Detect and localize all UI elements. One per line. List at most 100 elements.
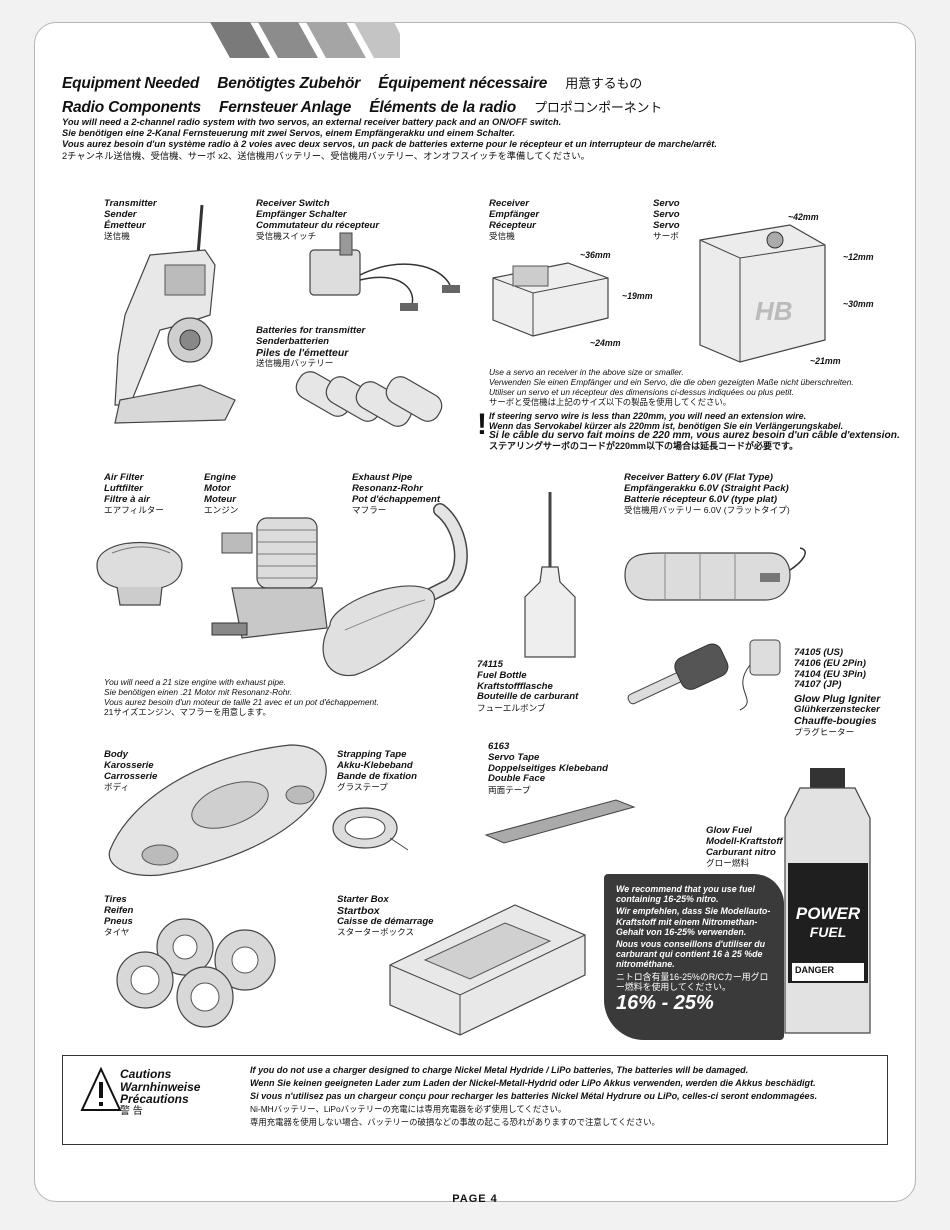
- label-line: Commutateur du récepteur: [256, 219, 380, 231]
- air-filter-illustration: [92, 525, 187, 610]
- label-line: グロー燃料: [706, 858, 749, 869]
- servo-width-dimension: ~42mm: [788, 212, 819, 222]
- label-line: Exhaust Pipe: [352, 472, 413, 483]
- engine-note: You will need a 21 size engine with exha…: [104, 677, 379, 717]
- label-line: Strapping Tape: [337, 749, 407, 760]
- caution-line: If you do not use a charger designed to …: [250, 1065, 749, 1075]
- cautions-label: Cautions Warnhinweise Précautions 警 告: [120, 1068, 200, 1118]
- label-line: Glow Fuel: [706, 825, 752, 836]
- receiver-depth-dimension: ~24mm: [590, 338, 621, 348]
- label-line: Servo: [653, 208, 680, 220]
- label-line: 74115: [477, 659, 503, 670]
- intro-en: You will need a 2-channel radio system w…: [62, 117, 562, 127]
- intro-de: Sie benötigen eine 2-Kanal Fernsteuerung…: [62, 128, 516, 139]
- label-line: 警 告: [120, 1105, 143, 1117]
- receiver-height-dimension: ~19mm: [622, 291, 653, 301]
- label-line: 送信機用バッテリー: [256, 358, 334, 369]
- label-line: Modell-Kraftstoff: [706, 835, 783, 847]
- equipment-header: Equipment Needed Benötigtes Zubehör Équi…: [62, 73, 656, 93]
- label-line: Cautions: [120, 1067, 172, 1081]
- label-line: Tires: [104, 894, 127, 905]
- label-line: Piles de l'émetteur: [256, 346, 349, 359]
- danger-label: DANGER: [795, 965, 835, 975]
- caution-line: Ni-MHバッテリー、LiPoバッテリーの充電には専用充電器を必ず使用してくださ…: [250, 1104, 567, 1115]
- label-line: Bande de fixation: [337, 770, 417, 782]
- cautions-box: [62, 1055, 888, 1145]
- label-line: Glühkerzenstecker: [794, 703, 880, 715]
- label-line: Pneus: [104, 915, 133, 927]
- label-line: Body: [104, 749, 128, 760]
- label-line: Receiver: [489, 198, 530, 209]
- fuel-nitro-percent: 16% - 25%: [616, 992, 714, 1015]
- label-line: Sender: [104, 208, 137, 220]
- label-line: Resonanz-Rohr: [352, 482, 423, 494]
- label-line: ボディ: [104, 782, 130, 793]
- receiver-width-dimension: ~36mm: [580, 250, 611, 260]
- exhaust-illustration: [310, 505, 485, 680]
- brand-fuel: FUEL: [809, 924, 847, 940]
- label-line: Startbox: [337, 904, 380, 917]
- note-line: Use a servo an receiver in the above siz…: [489, 367, 684, 377]
- label-line: Pot d'échappement: [352, 493, 441, 505]
- label-line: 両面テープ: [488, 785, 531, 796]
- label-line: フューエルボンブ: [477, 703, 546, 714]
- strapping-tape-label: Strapping Tape Akku-Klebeband Bande de f…: [337, 749, 417, 793]
- label-line: Empfänger Schalter: [256, 208, 347, 220]
- servo-label: Servo Servo Servo サーボ: [653, 198, 680, 242]
- starter-box-label: Starter Box Startbox Caisse de démarrage…: [337, 894, 434, 938]
- receiver-switch-illustration: [300, 225, 460, 311]
- extension-wire-note: If steering servo wire is less than 220m…: [489, 411, 900, 451]
- label-line: グラステープ: [337, 782, 388, 793]
- glow-igniter-label: 74105 (US) 74106 (EU 2Pin) 74104 (EU 3Pi…: [794, 647, 880, 737]
- radio-intro: You will need a 2-channel radio system w…: [62, 117, 717, 162]
- rx-battery-label: Receiver Battery 6.0V (Flat Type) Empfän…: [624, 472, 790, 516]
- warning-exclamation-icon: !: [477, 408, 487, 441]
- note-line: Vous aurez besoin d'un moteur de taille …: [104, 697, 379, 707]
- label-line: プラグヒーター: [794, 726, 855, 737]
- label-line: Récepteur: [489, 219, 536, 231]
- note-line: ステアリングサーボのコードが220mm以下の場合は延長コードが必要です。: [489, 441, 799, 451]
- warning-triangle-icon: [80, 1066, 122, 1114]
- radio-header: Radio Components Fernsteuer Anlage Éléme…: [62, 97, 676, 117]
- note-line: Utiliser un servo et un récepteur des di…: [489, 387, 794, 397]
- label-line: Transmitter: [104, 198, 157, 209]
- page-number: PAGE 4: [452, 1193, 498, 1205]
- label-line: 74105 (US): [794, 647, 844, 658]
- transmitter-illustration: [110, 205, 240, 425]
- radio-header-en: Radio Components: [62, 99, 201, 116]
- glow-fuel-label: Glow Fuel Modell-Kraftstoff Carburant ni…: [706, 825, 783, 869]
- cautions-text: If you do not use a charger designed to …: [250, 1064, 817, 1129]
- label-line: Starter Box: [337, 894, 389, 905]
- label-line: Chauffe-bougies: [794, 714, 877, 727]
- label-line: Servo: [653, 198, 680, 209]
- servo-tape-label: 6163 Servo Tape Doppelseitiges Klebeband…: [488, 741, 608, 796]
- label-line: スターターボックス: [337, 927, 415, 938]
- label-line: タイヤ: [104, 927, 130, 938]
- fuel-recommendation-box: We recommend that you use fuel containin…: [604, 874, 784, 1040]
- exhaust-label: Exhaust Pipe Resonanz-Rohr Pot d'échappe…: [352, 472, 441, 516]
- svg-text:HB: HB: [755, 296, 793, 326]
- car-body-illustration: [100, 740, 335, 880]
- label-line: Filtre à air: [104, 493, 150, 505]
- receiver-illustration: [488, 248, 618, 338]
- label-line: Carburant nitro: [706, 846, 776, 858]
- servo-height-dimension: ~30mm: [843, 299, 874, 309]
- label-line: Batteries for transmitter: [256, 325, 366, 336]
- body-label: Body Karosserie Carrosserie ボディ: [104, 749, 157, 793]
- batteries-illustration: [305, 355, 455, 435]
- label-line: Receiver Switch: [256, 198, 330, 209]
- header-de: Benötigtes Zubehör: [217, 75, 361, 92]
- fuel-bottle-illustration: [520, 492, 580, 662]
- label-line: Batterie récepteur 6.0V (type plat): [624, 493, 778, 505]
- transmitter-label: Transmitter Sender Émetteur 送信機: [104, 198, 157, 242]
- servo-depth-dimension: ~21mm: [810, 356, 841, 366]
- label-line: Engine: [204, 472, 236, 483]
- servo-size-note: Use a servo an receiver in the above siz…: [489, 367, 854, 407]
- label-line: エンジン: [204, 505, 239, 516]
- label-line: Empfängerakku 6.0V (Straight Pack): [624, 482, 789, 494]
- label-line: Senderbatterien: [256, 335, 330, 347]
- label-line: Précautions: [120, 1092, 189, 1106]
- fuel-rec-en: We recommend that you use fuel containin…: [616, 884, 755, 905]
- label-line: Servo Tape: [488, 751, 540, 763]
- label-line: Fuel Bottle: [477, 669, 527, 681]
